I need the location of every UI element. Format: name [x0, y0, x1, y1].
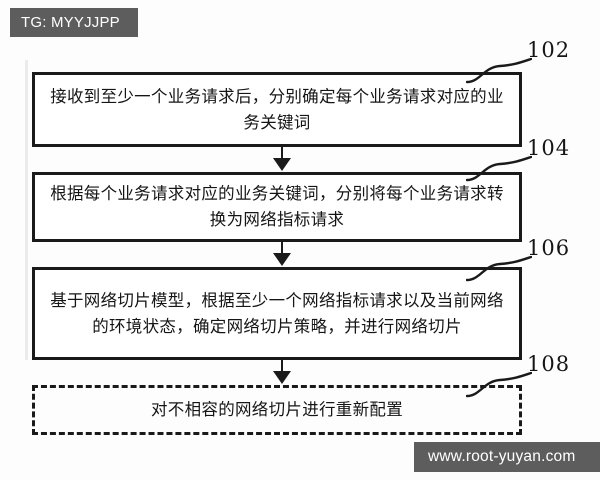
flow-step-box-104: 根据每个业务请求对应的业务关键词，分别将每个业务请求转换为网络指标请求: [32, 172, 522, 242]
flow-step-text-106: 基于网络切片模型，根据至少一个网络指标请求以及当前网络的环境状态，确定网络切片策…: [50, 290, 504, 336]
watermark-top-left: TG: MYYJJPP: [10, 8, 138, 37]
watermark-bottom-right: www.root-yuyan.com: [414, 442, 600, 472]
leader-line-108: [465, 371, 533, 398]
scan-edge-artifact: [25, 60, 28, 360]
leader-line-106: [465, 255, 533, 282]
flow-arrow-102-to-104: [270, 147, 294, 172]
reference-numeral-102: 102: [527, 38, 571, 62]
flow-step-text-104: 根据每个业务请求对应的业务关键词，分别将每个业务请求转换为网络指标请求: [50, 184, 504, 229]
arrow-shaft: [281, 242, 283, 255]
flow-arrow-106-to-108: [270, 360, 294, 385]
arrow-head-icon: [273, 371, 291, 384]
reference-numeral-104: 104: [527, 136, 571, 160]
flow-step-box-102: 接收到至少一个业务请求后，分别确定每个业务请求对应的业务关键词: [32, 72, 522, 147]
arrow-head-icon: [273, 253, 291, 266]
arrow-head-icon: [273, 158, 291, 171]
flow-arrow-104-to-106: [270, 242, 294, 267]
leader-line-102: [465, 57, 533, 84]
reference-numeral-108: 108: [527, 352, 571, 376]
reference-numeral-106: 106: [527, 236, 571, 260]
flow-step-text-108: 对不相容的网络切片进行重新配置: [151, 400, 403, 420]
flow-step-text-102: 接收到至少一个业务请求后，分别确定每个业务请求对应的业务关键词: [50, 86, 504, 132]
arrow-shaft: [281, 360, 283, 373]
leader-line-104: [465, 155, 533, 182]
flow-step-box-106: 基于网络切片模型，根据至少一个网络指标请求以及当前网络的环境状态，确定网络切片策…: [32, 267, 522, 360]
arrow-shaft: [281, 147, 283, 160]
flow-step-box-108: 对不相容的网络切片进行重新配置: [32, 385, 522, 435]
